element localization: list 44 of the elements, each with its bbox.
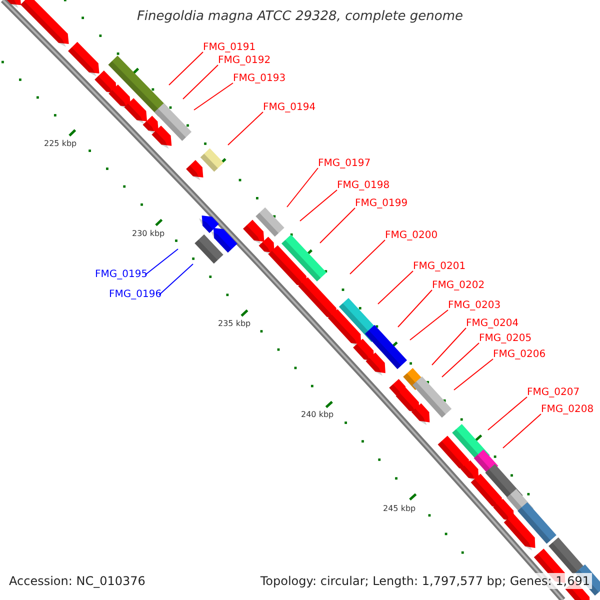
- scale-label: 245 kbp: [383, 504, 416, 514]
- gene-label: FMG_0199: [355, 197, 408, 210]
- gene-label: FMG_0197: [318, 157, 371, 170]
- leader-line: [168, 52, 204, 86]
- leader-line: [300, 190, 338, 222]
- gene-label: FMG_0202: [432, 279, 485, 292]
- leader-line: [194, 82, 234, 110]
- leader-line: [158, 264, 194, 296]
- leader-line: [182, 64, 218, 100]
- leader-line: [320, 208, 356, 244]
- gene-label: FMG_0193: [233, 72, 286, 85]
- gene-label: FMG_0191: [203, 41, 256, 54]
- scale-label: 240 kbp: [301, 410, 334, 420]
- leader-line: [378, 270, 414, 304]
- leader-line: [228, 112, 264, 146]
- gene-label: FMG_0198: [337, 179, 390, 192]
- gene-label: FMG_0208: [541, 403, 594, 416]
- leader-line: [432, 328, 466, 366]
- gene-label: FMG_0205: [479, 332, 532, 345]
- leader-line: [286, 168, 318, 208]
- leader-line: [502, 414, 542, 448]
- map-title: Finegoldia magna ATCC 29328, complete genome: [136, 9, 464, 25]
- leader-line: [144, 248, 178, 276]
- leader-line: [398, 290, 432, 328]
- scale-label: 235 kbp: [218, 319, 251, 329]
- genome-summary-text: Topology: circular; Length: 1,797,577 bp; Genes: 1,691: [258, 573, 592, 589]
- gene-label: FMG_0201: [413, 260, 466, 273]
- gene-label: FMG_0207: [527, 386, 580, 399]
- leader-line: [350, 240, 386, 274]
- gene-label: FMG_0204: [466, 317, 519, 330]
- gene-label: FMG_0196: [109, 288, 159, 301]
- leader-line: [488, 396, 528, 430]
- scale-label: 225 kbp: [44, 139, 77, 149]
- gene-label: FMG_0206: [493, 348, 546, 361]
- gene-label: FMG_0200: [385, 229, 438, 242]
- leader-line: [442, 342, 480, 378]
- leader-line: [410, 310, 448, 340]
- gene-label: FMG_0203: [448, 299, 501, 312]
- gene-label: FMG_0194: [263, 101, 316, 114]
- gene-label: FMG_0195: [95, 268, 145, 281]
- accession-text: Accession: NC_010376: [9, 573, 146, 589]
- leader-line: [454, 358, 494, 390]
- scale-label: 230 kbp: [132, 229, 165, 239]
- gene-label: FMG_0192: [218, 54, 271, 67]
